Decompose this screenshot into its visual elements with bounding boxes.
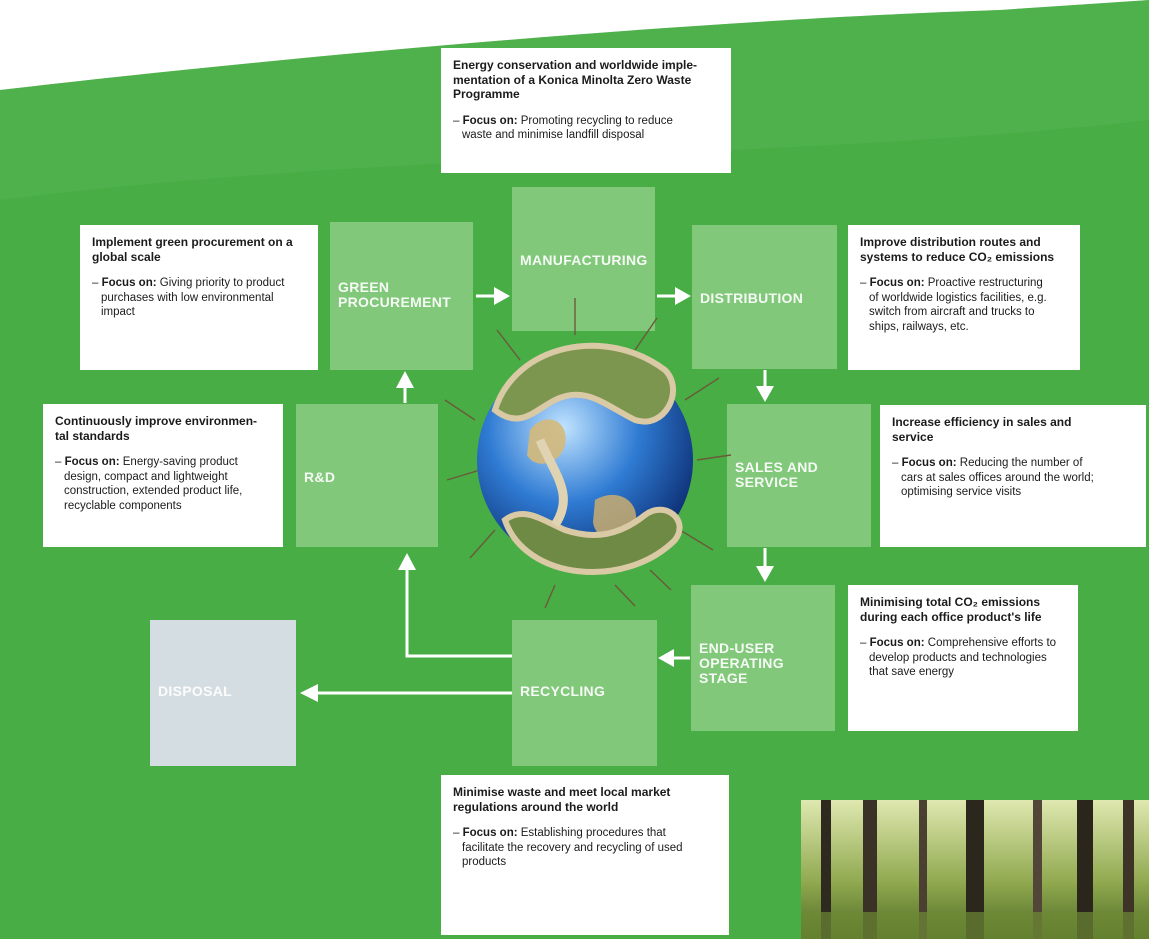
- box-heading: Minimise waste and meet local market reg…: [453, 785, 671, 814]
- stage-label: END-USER OPERATING STAGE: [699, 640, 784, 686]
- focus-text: Giving priority to product purchases wit…: [101, 277, 285, 318]
- box-focus: – Focus on: Proactive restructuring of w…: [860, 276, 1068, 334]
- box-heading: Minimising total CO₂ emissions during ea…: [860, 595, 1042, 624]
- chestnut-globe-illustration: [444, 298, 732, 609]
- box-heading: Energy conservation and worldwide imple-…: [453, 58, 698, 101]
- stage-sales-service: SALES AND SERVICE: [727, 404, 871, 547]
- focus-text: Comprehensive efforts to develop product…: [869, 637, 1057, 678]
- focus-dash: –: [92, 277, 99, 289]
- rd-info-box: Continuously improve environmen- tal sta…: [43, 404, 283, 547]
- focus-label: Focus on:: [64, 456, 120, 468]
- focus-text: Promoting recycling to reduce waste and …: [462, 114, 673, 142]
- distribution-info-box: Improve distribution routes and systems …: [848, 225, 1080, 370]
- focus-dash: –: [892, 457, 899, 469]
- focus-text: Energy-saving product design, compact an…: [64, 456, 243, 512]
- box-heading: Continuously improve environmen- tal sta…: [55, 414, 258, 443]
- stage-label: DISTRIBUTION: [700, 290, 804, 306]
- focus-label: Focus on:: [869, 277, 925, 289]
- focus-dash: –: [860, 637, 867, 649]
- box-focus: – Focus on: Promoting recycling to reduc…: [453, 114, 719, 143]
- stage-label: R&D: [304, 469, 336, 485]
- focus-dash: –: [453, 114, 460, 127]
- box-heading: Implement green procurement on a global …: [92, 235, 293, 264]
- stage-manufacturing: MANUFACTURING: [512, 187, 655, 331]
- stage-end-user: END-USER OPERATING STAGE: [691, 585, 835, 731]
- focus-label: Focus on:: [462, 114, 518, 127]
- focus-label: Focus on:: [101, 277, 157, 289]
- focus-label: Focus on:: [901, 457, 957, 469]
- green-procurement-info-box: Implement green procurement on a global …: [80, 225, 318, 370]
- sales-service-info-box: Increase efficiency in sales and service…: [880, 405, 1146, 547]
- end-user-info-box: Minimising total CO₂ emissions during ea…: [848, 585, 1078, 731]
- stage-label: DISPOSAL: [158, 683, 232, 699]
- box-focus: – Focus on: Energy-saving product design…: [55, 455, 271, 513]
- stage-rd: R&D: [296, 404, 438, 547]
- box-focus: – Focus on: Reducing the number of cars …: [892, 456, 1134, 500]
- stage-green-procurement: GREEN PROCUREMENT: [330, 222, 473, 370]
- stage-disposal: DISPOSAL: [150, 620, 296, 766]
- box-focus: – Focus on: Establishing procedures that…: [453, 826, 717, 870]
- forest-photo: [801, 800, 1149, 939]
- box-heading: Increase efficiency in sales and service: [892, 415, 1072, 444]
- stage-label: GREEN PROCUREMENT: [338, 279, 451, 310]
- manufacturing-info-box: Energy conservation and worldwide imple-…: [441, 48, 731, 173]
- box-focus: – Focus on: Comprehensive efforts to dev…: [860, 636, 1066, 680]
- box-heading: Improve distribution routes and systems …: [860, 235, 1055, 264]
- focus-dash: –: [55, 456, 62, 468]
- recycling-info-box: Minimise waste and meet local market reg…: [441, 775, 729, 935]
- stage-distribution: DISTRIBUTION: [692, 225, 837, 369]
- focus-dash: –: [860, 277, 867, 289]
- focus-text: Reducing the number of cars at sales off…: [901, 457, 1094, 498]
- box-focus: – Focus on: Giving priority to product p…: [92, 276, 306, 320]
- stage-label: MANUFACTURING: [520, 252, 648, 268]
- focus-dash: –: [453, 827, 460, 839]
- stage-recycling: RECYCLING: [512, 620, 657, 766]
- stage-label: SALES AND SERVICE: [735, 459, 819, 490]
- focus-text: Proactive restructuring of worldwide log…: [869, 277, 1047, 333]
- focus-label: Focus on:: [869, 637, 925, 649]
- focus-label: Focus on:: [462, 827, 518, 839]
- focus-text: Establishing procedures that facilitate …: [462, 827, 683, 868]
- stage-label: RECYCLING: [520, 683, 606, 699]
